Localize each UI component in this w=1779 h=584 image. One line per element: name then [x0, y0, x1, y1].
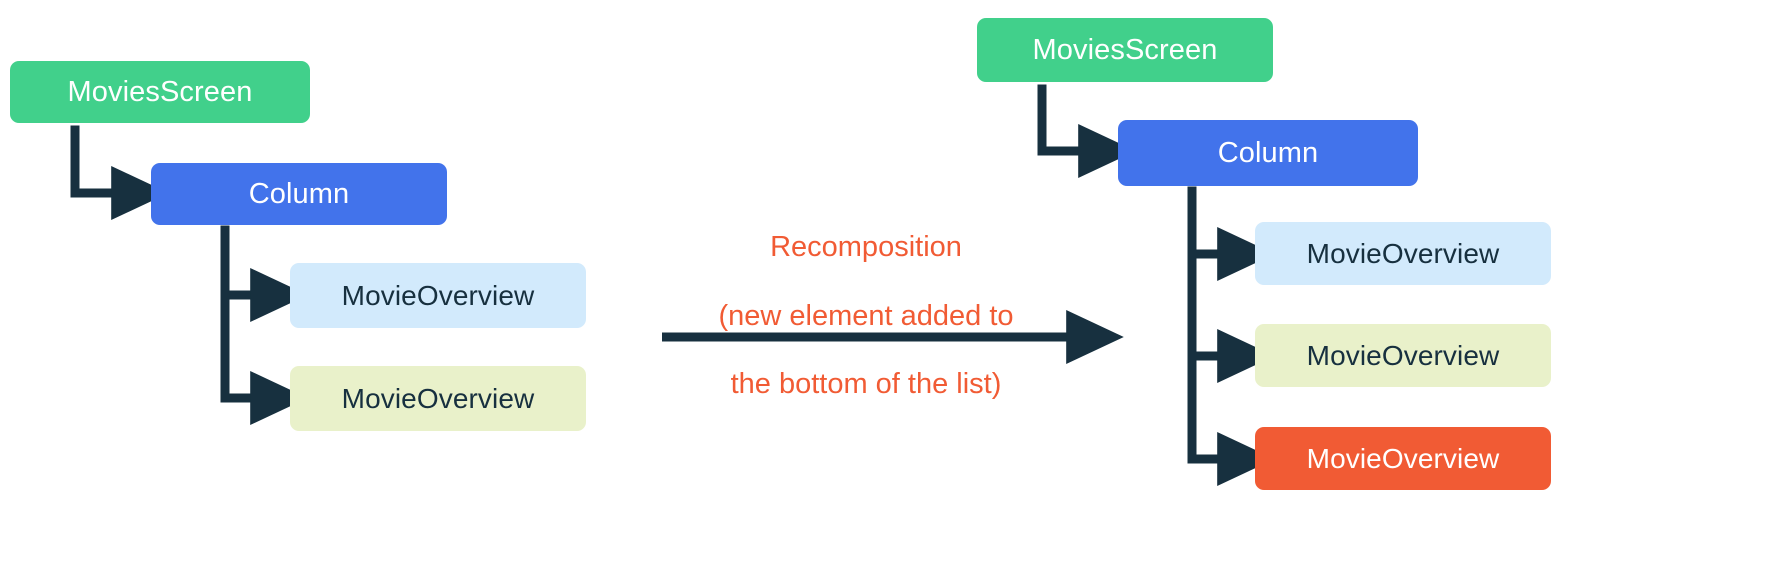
before-node-movies-screen-label: MoviesScreen: [67, 75, 253, 108]
before-node-column-label: Column: [248, 177, 350, 210]
after-node-column[interactable]: Column: [1118, 120, 1418, 186]
after-node-movies-screen-label: MoviesScreen: [1032, 33, 1218, 66]
after-node-movie-overview-3-new[interactable]: MovieOverview: [1255, 427, 1551, 490]
after-node-movie-overview-1-label: MovieOverview: [1306, 237, 1500, 269]
after-node-movie-overview-2-label: MovieOverview: [1306, 339, 1500, 371]
after-node-movie-overview-1[interactable]: MovieOverview: [1255, 222, 1551, 285]
recomposition-caption-line-1: Recomposition: [770, 231, 962, 264]
after-edge-moviesscreen-to-column: [1037, 84, 1136, 178]
after-node-movies-screen[interactable]: MoviesScreen: [977, 18, 1273, 82]
before-edge-moviesscreen-to-column: [70, 125, 169, 220]
recomposition-caption-line-3: the bottom of the list): [730, 368, 1002, 401]
before-node-movie-overview-1-label: MovieOverview: [341, 279, 535, 311]
before-node-movies-screen[interactable]: MoviesScreen: [10, 61, 310, 123]
after-node-column-label: Column: [1217, 136, 1319, 169]
recomposition-caption: Recomposition (new element added to the …: [660, 196, 1072, 436]
before-node-movie-overview-1[interactable]: MovieOverview: [290, 263, 586, 328]
before-node-movie-overview-2-label: MovieOverview: [341, 382, 535, 414]
before-node-column[interactable]: Column: [151, 163, 447, 225]
after-node-movie-overview-2[interactable]: MovieOverview: [1255, 324, 1551, 387]
recomposition-caption-line-2: (new element added to: [718, 299, 1014, 332]
before-node-movie-overview-2[interactable]: MovieOverview: [290, 366, 586, 431]
after-node-movie-overview-3-new-label: MovieOverview: [1306, 442, 1500, 474]
